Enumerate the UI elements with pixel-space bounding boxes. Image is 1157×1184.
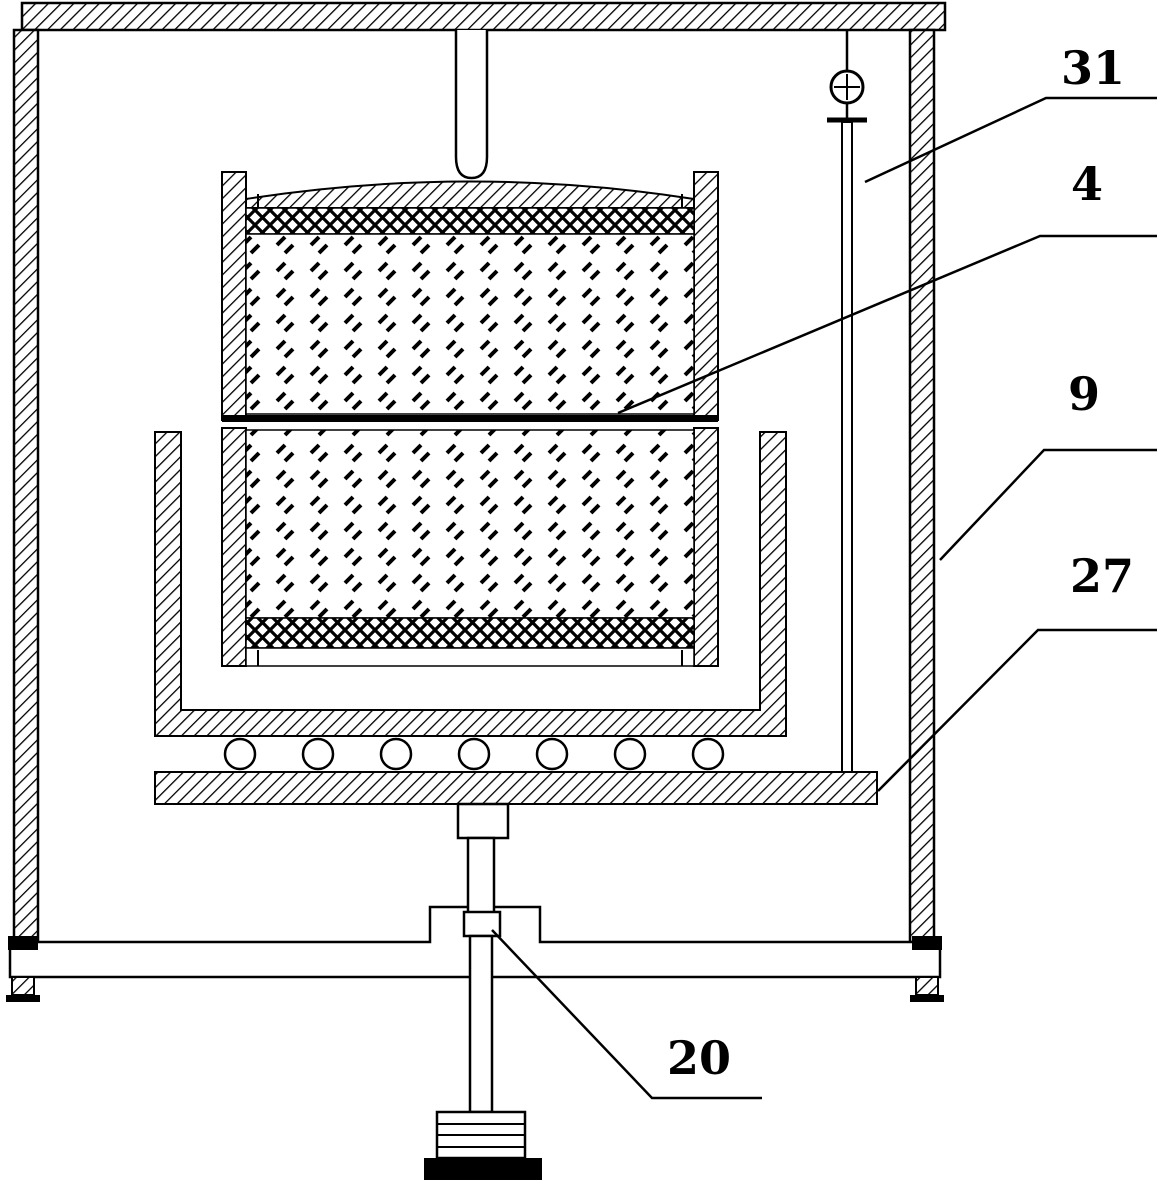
leader-lines [491,96,1157,1100]
lower-die-left-wall [221,427,247,667]
ref-label-31: 31 [1061,41,1125,95]
lower-rod [468,934,494,1114]
lower-specimen [245,429,695,619]
leader-line-4 [617,234,1157,415]
roller [457,737,491,771]
upper-specimen [245,233,695,415]
left-wall [12,28,40,944]
left-foot-pad [6,995,40,1002]
push-block [456,802,510,840]
top-plate [20,1,947,32]
roller [301,737,335,771]
right-foot [915,976,939,996]
ref-label-27: 27 [1070,549,1134,603]
upper-die-left-wall [221,171,247,421]
roller [535,737,569,771]
lower-braid-layer [245,617,695,649]
ref-label-9: 9 [1068,367,1100,421]
platen [154,771,878,805]
upper-die-right-wall [693,171,719,421]
right-foot-pad [910,995,944,1002]
right-end-cap [912,936,942,950]
leader-line-20 [491,929,762,1100]
lower-die-right-wall [693,427,719,667]
roller [379,737,413,771]
gauge-rod [841,121,853,773]
base-plate [424,1158,542,1180]
upper-die-assembly [221,171,719,422]
left-end-cap [8,936,38,950]
roller-row [223,737,725,771]
lower-drive [424,802,542,1180]
outer-vessel [154,431,787,737]
separator-plate [222,415,718,422]
ref-label-4: 4 [1071,157,1103,211]
gauge-assembly [827,30,867,773]
press-ram [454,30,489,180]
upper-braid-layer [245,207,695,235]
outer-housing [12,1,947,944]
leader-line-31 [864,96,1157,184]
lower-bottom-plate [245,647,695,667]
leader-line-9 [939,448,1157,561]
top-cap [245,180,695,209]
ref-label-20: 20 [667,1031,731,1085]
lower-die-assembly [221,427,719,667]
left-foot [11,976,35,996]
upper-rod [466,836,496,916]
reference-numerals: 31 4 9 27 20 [667,41,1134,1085]
right-wall [908,28,936,944]
roller [223,737,257,771]
roller [613,737,647,771]
leader-line-27 [877,628,1157,792]
roller [691,737,725,771]
